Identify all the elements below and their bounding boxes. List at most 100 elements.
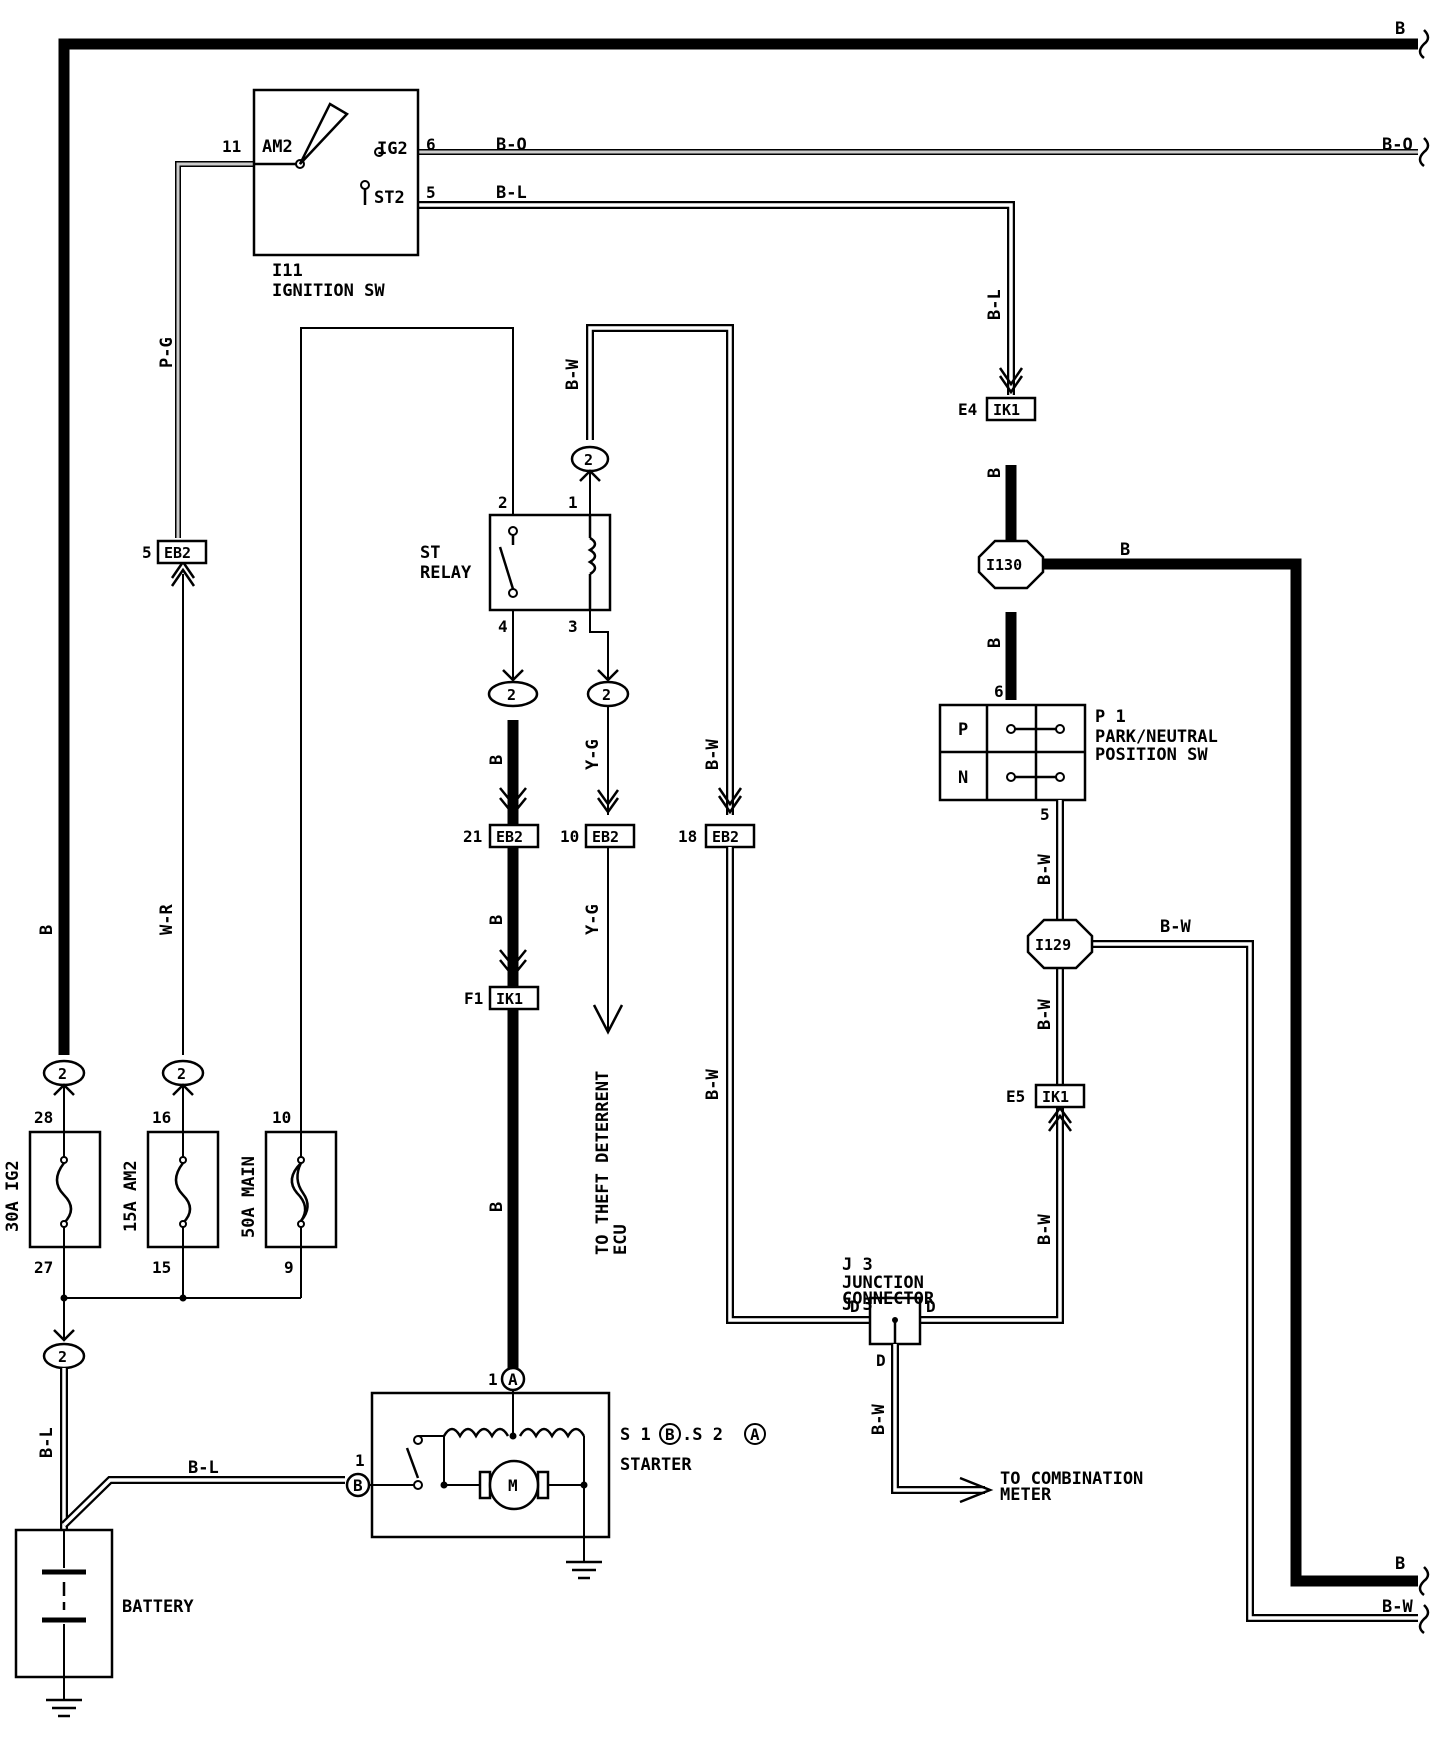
wire-main-relay bbox=[300, 327, 514, 1110]
fuse-15a-am2: 16 15 15A AM2 bbox=[121, 1085, 220, 1298]
starter: A 1 B 1 M S 1 B bbox=[345, 1366, 766, 1580]
svg-text:EB2: EB2 bbox=[592, 828, 619, 846]
ig-pin-6: 6 bbox=[426, 135, 436, 154]
arrow-ik1-f1 bbox=[499, 949, 527, 978]
st-relay: 2 1 4 3 ST RELAY bbox=[420, 493, 612, 636]
arrow-node-3 bbox=[597, 669, 619, 682]
wire-b-label-i130-bottom: B bbox=[985, 638, 1005, 648]
svg-text:.S 2: .S 2 bbox=[682, 1425, 723, 1445]
wire-b-l-label-v: B-L bbox=[985, 289, 1005, 320]
wire-b-w-combination bbox=[891, 1344, 985, 1494]
junction-i129: I129 bbox=[1026, 918, 1094, 970]
svg-text:9: 9 bbox=[284, 1258, 294, 1277]
starter-pin-b-node: B 1 bbox=[345, 1451, 371, 1498]
svg-text:2: 2 bbox=[602, 686, 611, 704]
svg-text:21: 21 bbox=[463, 827, 482, 846]
wire-b-w-j3-left bbox=[726, 847, 870, 1324]
svg-text:28: 28 bbox=[34, 1108, 53, 1127]
wire-b-l-label-starter: B-L bbox=[188, 1458, 219, 1478]
svg-text:18: 18 bbox=[678, 827, 697, 846]
wire-b-w-label-p1: B-W bbox=[1035, 854, 1055, 885]
starter-label: S 1 B .S 2 A STARTER bbox=[620, 1423, 766, 1475]
svg-text:A: A bbox=[750, 1425, 760, 1444]
wire-b-l-st2 bbox=[418, 201, 1015, 395]
ig-pin-11: 11 bbox=[222, 137, 241, 156]
wire-b-label-f1: B bbox=[487, 915, 507, 925]
wire-b-label-left: B bbox=[37, 925, 57, 935]
wire-b-label-starter: B bbox=[487, 1202, 507, 1212]
svg-text:STARTER: STARTER bbox=[620, 1455, 692, 1475]
relay-name-2: RELAY bbox=[420, 563, 472, 583]
connector-eb2-21: EB2 21 bbox=[463, 823, 540, 849]
svg-text:10: 10 bbox=[272, 1108, 291, 1127]
wire-b-main bbox=[58, 38, 1418, 1587]
arrow-theft bbox=[592, 1004, 624, 1035]
fuse-30a-ig2: 28 27 30A IG2 bbox=[3, 1085, 102, 1298]
fuse-50a-main: 10 9 50A MAIN bbox=[239, 1108, 338, 1298]
wire-p-g-label: P-G bbox=[157, 337, 177, 368]
wire-y-g-label-1: Y-G bbox=[583, 739, 603, 770]
arrow-bus-node bbox=[53, 1329, 75, 1342]
arrow-e4 bbox=[998, 367, 1024, 395]
wire-b-w-label-bottom: B-W bbox=[1382, 1597, 1413, 1617]
dest-theft-1: TO THEFT DETERRENT bbox=[593, 1071, 613, 1255]
arrow-eb2-21 bbox=[499, 787, 527, 816]
wire-b-o-label: B-O bbox=[496, 135, 527, 155]
arrow-node-4 bbox=[502, 669, 524, 682]
j3-pin-left: D bbox=[850, 1297, 860, 1316]
wire-b-o-label-right: B-O bbox=[1382, 135, 1413, 155]
arrow-e5 bbox=[1047, 1105, 1073, 1132]
svg-text:B: B bbox=[1395, 19, 1405, 39]
wire-b-w-label-2: B-W bbox=[703, 739, 723, 770]
svg-text:27: 27 bbox=[34, 1258, 53, 1277]
pn-name-2: POSITION SW bbox=[1095, 745, 1208, 765]
connector-ik1-f1: IK1 F1 bbox=[464, 985, 540, 1011]
junction-i130: I130 bbox=[977, 539, 1045, 590]
battery: BATTERY bbox=[14, 1528, 194, 1718]
wire-b-label-top: B bbox=[1395, 19, 1405, 39]
relay-pin-1: 1 bbox=[568, 493, 578, 512]
pn-pin-6: 6 bbox=[994, 682, 1004, 701]
wire-relay-3 bbox=[589, 610, 609, 680]
svg-text:EB2: EB2 bbox=[712, 828, 739, 846]
j3-ref: J 3 bbox=[842, 1255, 873, 1275]
svg-text:1: 1 bbox=[355, 1451, 365, 1470]
wire-y-g-label-2: Y-G bbox=[583, 904, 603, 935]
starter-motor: M bbox=[508, 1476, 518, 1495]
svg-text:2: 2 bbox=[584, 451, 593, 469]
svg-text:50A MAIN: 50A MAIN bbox=[239, 1156, 259, 1238]
svg-text:A: A bbox=[508, 1370, 518, 1389]
svg-text:EB2: EB2 bbox=[496, 828, 523, 846]
svg-text:1: 1 bbox=[488, 1370, 498, 1389]
wire-w-r-label: W-R bbox=[157, 904, 177, 935]
svg-text:15A AM2: 15A AM2 bbox=[121, 1160, 141, 1232]
ig-pin-5: 5 bbox=[426, 183, 436, 202]
pn-pin-5: 5 bbox=[1040, 805, 1050, 824]
connector-eb2-10: EB2 10 bbox=[560, 823, 636, 849]
svg-text:2: 2 bbox=[58, 1348, 67, 1366]
wire-b-w-label-3: B-W bbox=[703, 1069, 723, 1100]
pn-pos-n: N bbox=[958, 768, 968, 788]
wire-b-l-label: B-L bbox=[496, 183, 527, 203]
arrow-eb2-18 bbox=[717, 787, 743, 815]
dest-combination-1: TO COMBINATION bbox=[1000, 1469, 1143, 1489]
ig-term-st2: ST2 bbox=[374, 188, 405, 208]
starter-pin-a-node: A 1 bbox=[488, 1366, 526, 1392]
svg-text:16: 16 bbox=[152, 1108, 171, 1127]
relay-pin-2: 2 bbox=[498, 493, 508, 512]
junction-connector-j3: J 3 J 3 J 3 JUNCTION CONNECTOR D D D bbox=[842, 1255, 936, 1370]
node-relay-1: 2 bbox=[570, 445, 610, 515]
node-relay-4: 2 bbox=[487, 680, 539, 708]
j3-name-2: CONNECTOR bbox=[842, 1289, 935, 1309]
ig-term-am2: AM2 bbox=[262, 137, 293, 157]
ig-term-ig2: IG2 bbox=[377, 139, 408, 159]
j3-pin-right: D bbox=[926, 1297, 936, 1316]
j3-pin-bottom: D bbox=[876, 1351, 886, 1370]
wire-b-label-bottom: B bbox=[1395, 1554, 1405, 1574]
dest-combination-2: METER bbox=[1000, 1485, 1052, 1505]
arrow-combination bbox=[959, 1476, 994, 1504]
wire-b-label-right: B bbox=[1120, 540, 1130, 560]
arrow-eb2-10 bbox=[596, 789, 620, 815]
ignition-switch: AM2 IG2 ST2 11 6 5 I11 IGNITION SW bbox=[222, 88, 436, 301]
wire-b-w-label-e5-top: B-W bbox=[1035, 999, 1055, 1030]
